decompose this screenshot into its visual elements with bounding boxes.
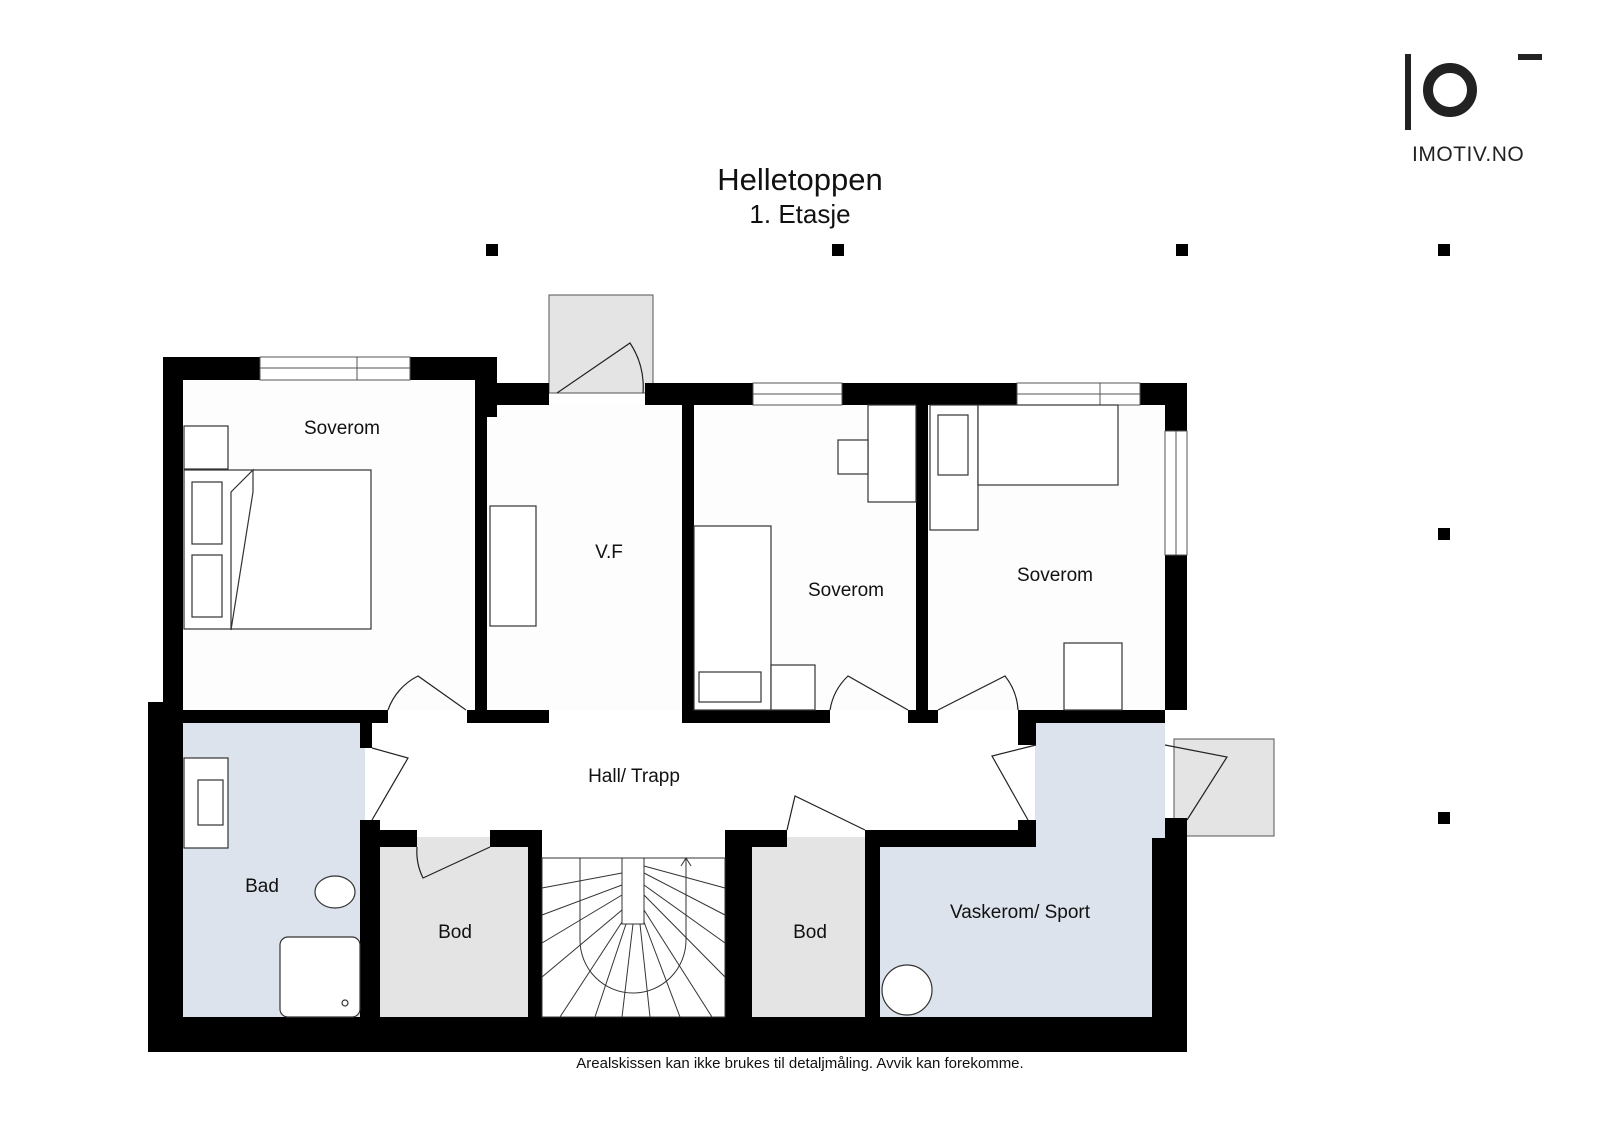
room-label-hall: Hall/ Trapp <box>588 766 680 787</box>
disclaimer: Arealskissen kan ikke brukes til detaljm… <box>576 1055 1024 1072</box>
floor-label: 1. Etasje <box>749 199 851 229</box>
walls <box>148 357 1187 1052</box>
plan-title: Helletoppen <box>717 162 883 197</box>
room-label-bod-1: Bod <box>438 922 472 943</box>
room-label-soverom-3: Soverom <box>1017 565 1093 586</box>
room-labels: Soverom V.F Soverom Soverom Hall/ Trapp … <box>245 418 1093 943</box>
room-label-bod-2: Bod <box>793 922 827 943</box>
imotiv-logo-icon <box>1405 54 1542 130</box>
doors <box>371 342 1228 879</box>
logo-text: IMOTIV.NO <box>1412 143 1525 166</box>
furniture <box>183 404 1123 1018</box>
room-label-vaskerom: Vaskerom/ Sport <box>950 902 1091 923</box>
staircase <box>541 857 726 1018</box>
room-label-soverom-2: Soverom <box>808 580 884 601</box>
dimension-markers <box>486 244 1450 824</box>
title-block: Helletoppen 1. Etasje <box>600 162 1000 230</box>
room-label-soverom-1: Soverom <box>304 418 380 439</box>
room-label-bad: Bad <box>245 876 279 897</box>
windows <box>259 356 1188 556</box>
room-label-vf: V.F <box>595 542 623 563</box>
